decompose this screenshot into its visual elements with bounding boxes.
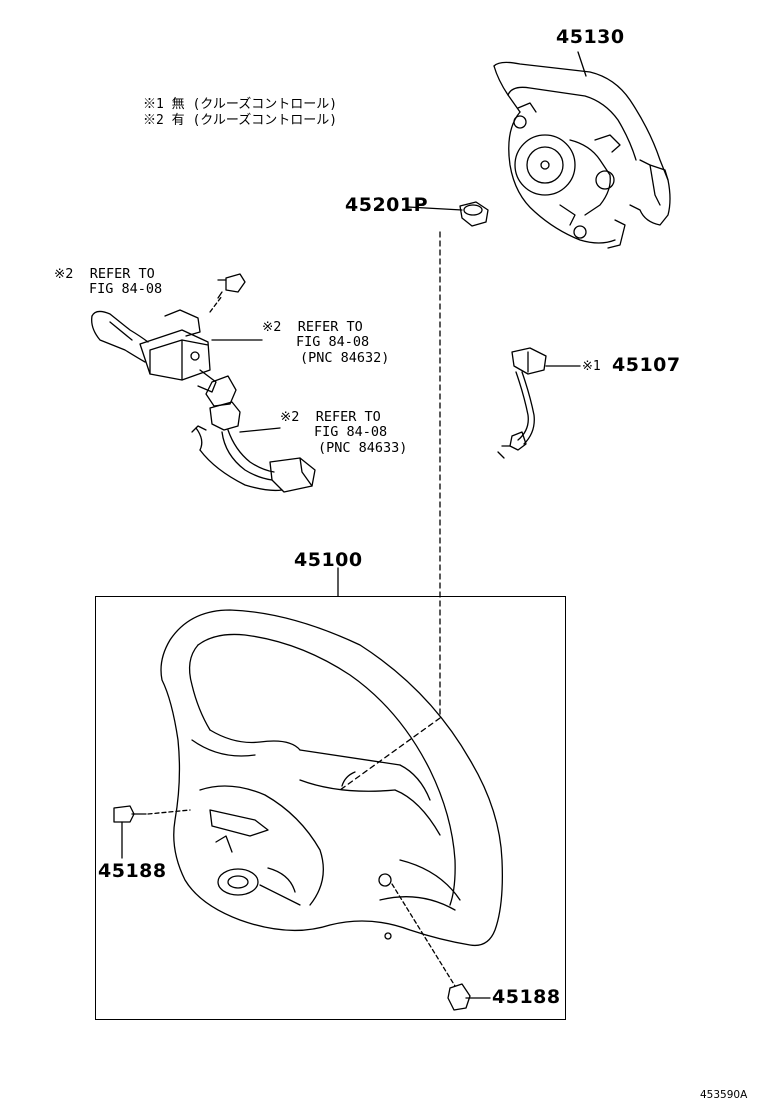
ref2-line2[interactable]: FIG 84-08	[296, 334, 370, 350]
airbag-pad-assembly	[493, 61, 671, 249]
ref3-line2[interactable]: FIG 84-08	[314, 424, 388, 440]
mark-45107: ※1	[582, 359, 601, 374]
part-number-45107[interactable]: 45107	[612, 354, 681, 376]
bolt-45188-left	[113, 805, 147, 859]
steering-wheel-frame	[95, 596, 566, 1020]
leader-45130	[577, 51, 587, 77]
assembly-axis-line	[339, 231, 441, 791]
wire-45107	[497, 347, 547, 459]
ref1-line1: ※2 REFER TO	[54, 266, 155, 282]
bolt-axis-bottom	[391, 883, 456, 987]
ref1-line2[interactable]: FIG 84-08	[89, 281, 163, 297]
leader-45201p	[407, 206, 463, 211]
bolt-axis-left	[147, 809, 191, 815]
ref3-line1: ※2 REFER TO	[280, 409, 381, 425]
ref2-line3: (PNC 84632)	[300, 350, 390, 366]
part-number-45188-left[interactable]: 45188	[98, 860, 167, 882]
part-number-45100[interactable]: 45100	[294, 549, 363, 571]
part-number-45188-bottom[interactable]: 45188	[492, 986, 561, 1008]
nut-45201p	[459, 201, 489, 227]
figure-id: 453590A	[700, 1089, 748, 1101]
note-line-2: ※2 有 (クルーズコントロール)	[143, 113, 338, 128]
note-line-1: ※1 無 (クルーズコントロール)	[143, 97, 338, 112]
switch-wire-harness	[191, 401, 316, 493]
cruise-switch-assembly	[91, 309, 237, 407]
switch-screw	[217, 273, 246, 299]
part-number-45201p[interactable]: 45201P	[345, 194, 429, 216]
ref3-line3: (PNC 84633)	[318, 440, 408, 456]
bolt-45188-bottom	[447, 983, 491, 1011]
steering-wheel	[160, 609, 503, 947]
leader-ref3	[239, 427, 281, 433]
screw-axis	[209, 295, 223, 313]
ref2-line1: ※2 REFER TO	[262, 319, 363, 335]
part-number-45130[interactable]: 45130	[556, 26, 625, 48]
